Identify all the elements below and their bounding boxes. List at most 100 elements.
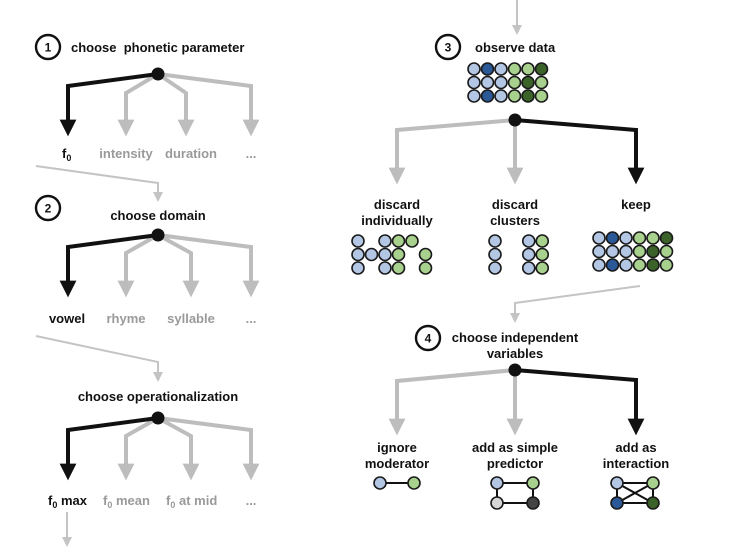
decision-tree-3	[388, 113, 645, 185]
data-point-light-blue	[592, 244, 606, 259]
step-title-1: choose phonetic parameter	[71, 40, 244, 55]
decision-tree-2	[59, 228, 260, 298]
option-more[interactable]: ...	[246, 493, 257, 508]
option-syllable[interactable]: syllable	[167, 311, 215, 326]
data-point-light-blue	[378, 234, 392, 248]
step-badge-2	[34, 194, 62, 222]
data-point-light-green	[659, 258, 674, 272]
data-point-light-blue	[467, 75, 481, 90]
data-point-light-green	[405, 234, 419, 248]
data-point-dark-green	[521, 89, 535, 103]
data-point-light-blue	[494, 75, 508, 90]
data-point-light-green	[632, 231, 647, 245]
data-point-light-green	[526, 476, 540, 490]
data-point-light-blue	[619, 258, 633, 272]
step-number-3: 3	[445, 41, 452, 55]
step-title-operationalization: choose operationalization	[78, 389, 238, 404]
data-point-dark-gray	[526, 496, 540, 510]
option-intensity[interactable]: intensity	[99, 146, 153, 161]
data-point-dark-blue	[480, 62, 495, 76]
branch-rejected	[117, 233, 159, 298]
option-keep[interactable]: keep	[621, 197, 651, 212]
data-point-light-green	[646, 476, 660, 490]
data-point-light-green	[507, 62, 522, 76]
branch-chosen	[59, 416, 159, 481]
option-more[interactable]: ...	[246, 146, 257, 161]
option-f0-at-mid[interactable]: f0 at mid	[166, 493, 217, 510]
branch-rejected	[388, 368, 516, 436]
data-point-light-green	[535, 234, 550, 248]
data-point-light-blue	[521, 261, 536, 275]
data-point-light-blue	[467, 62, 481, 76]
data-point-light-blue	[351, 234, 365, 248]
data-point-dark-green	[646, 244, 660, 259]
decision-tree-1	[59, 67, 260, 137]
data-point-light-green	[535, 247, 550, 262]
data-point-light-green	[632, 258, 647, 272]
connectors	[35, 0, 641, 547]
data-point-light-green	[659, 244, 674, 259]
step-title-3: observe data	[475, 40, 556, 55]
data-point-light-blue	[521, 234, 536, 248]
branch-rejected	[157, 416, 200, 481]
data-point-light-green	[391, 261, 406, 275]
branch-chosen	[59, 233, 159, 298]
connector-step3-to-step4	[510, 285, 641, 323]
graph-edge	[616, 482, 654, 504]
data-point-light-green	[407, 476, 421, 490]
step-number-4: 4	[425, 332, 432, 346]
step-number-2: 2	[45, 202, 52, 216]
data-point-light-blue	[494, 89, 508, 103]
data-point-light-green	[646, 231, 660, 245]
data-point-light-blue	[488, 234, 502, 248]
option-f0-max[interactable]: f0 max	[48, 493, 88, 510]
data-point-light-blue	[378, 261, 392, 275]
decision-node	[151, 228, 165, 242]
option-rhyme[interactable]: rhyme	[106, 311, 145, 326]
decision-node	[151, 67, 165, 81]
data-point-light-blue	[490, 476, 504, 490]
decision-node	[151, 411, 165, 425]
data-point-light-blue	[467, 89, 481, 103]
data-grid-discard-individually	[351, 234, 433, 275]
data-point-dark-blue	[610, 496, 624, 510]
data-grid-observed	[467, 62, 549, 103]
data-point-light-blue	[480, 75, 495, 90]
data-point-dark-green	[646, 258, 660, 272]
data-point-light-green	[534, 75, 549, 90]
option-vowel[interactable]: vowel	[49, 311, 85, 326]
option-duration[interactable]: duration	[165, 146, 217, 161]
option-f0-mean[interactable]: f0 mean	[103, 493, 150, 510]
option-more[interactable]: ...	[246, 311, 257, 326]
branch-rejected	[157, 233, 200, 298]
data-point-light-green	[632, 244, 647, 259]
step-title-2: choose domain	[110, 208, 205, 223]
model-graph-simple-predictor	[490, 476, 540, 510]
branch-chosen	[514, 368, 645, 436]
data-point-light-gray	[490, 496, 504, 510]
data-point-dark-blue	[605, 258, 620, 272]
data-point-light-green	[507, 75, 522, 90]
data-point-light-blue	[351, 261, 365, 275]
data-point-light-blue	[364, 247, 379, 262]
step-badge-4	[414, 324, 442, 352]
data-point-dark-green	[521, 75, 535, 90]
option-f0[interactable]: f0	[62, 146, 71, 163]
step-badge-1	[34, 33, 62, 61]
data-point-light-green	[391, 234, 406, 248]
data-point-light-blue	[488, 261, 502, 275]
step-badge-3	[434, 33, 462, 61]
branch-rejected	[117, 416, 159, 481]
data-point-light-blue	[378, 247, 392, 262]
model-graph-interaction	[610, 476, 660, 510]
decision-tree-operationalization	[59, 411, 260, 481]
